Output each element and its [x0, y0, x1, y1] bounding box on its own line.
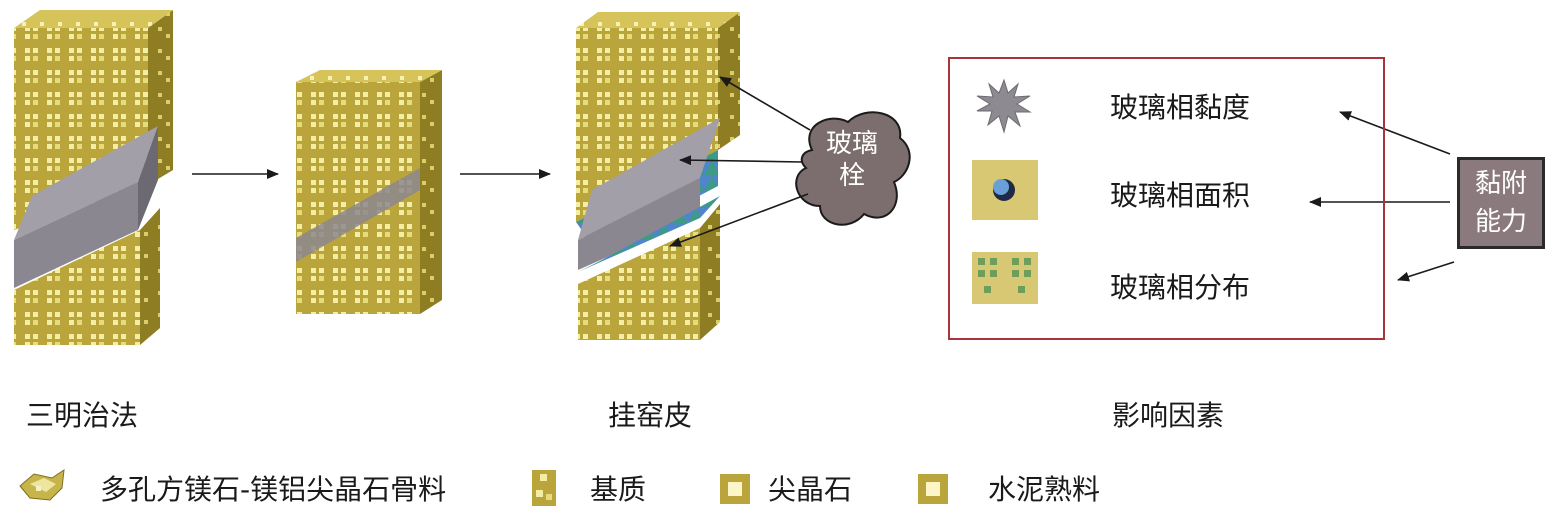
factor-label-viscosity: 玻璃相黏度 — [1110, 86, 1250, 126]
glass-plug-line-1: 玻璃 — [812, 128, 892, 160]
factor-label-distribution: 玻璃相分布 — [1110, 266, 1250, 306]
adhesion-ability-box: 黏附 能力 — [1457, 157, 1545, 249]
coating-lower-side — [700, 204, 720, 340]
adhesion-line-1: 黏附 — [1460, 165, 1542, 203]
adhesion-line-2: 能力 — [1460, 203, 1542, 241]
combined-brick — [296, 70, 442, 314]
stage-label-sandwich: 三明治法 — [26, 394, 138, 434]
legend-label-matrix: 基质 — [590, 468, 646, 508]
legend-label-cement-clinker: 水泥熟料 — [988, 468, 1100, 508]
kiln-coating-brick — [576, 12, 740, 340]
aggregate-icon — [20, 470, 64, 500]
glass-plug-line-2: 栓 — [812, 160, 892, 192]
legend-label-spinel: 尖晶石 — [768, 468, 852, 508]
sandwich-brick — [14, 10, 173, 345]
spinel-icon — [720, 474, 750, 504]
coating-upper-top — [576, 12, 740, 28]
combined-block-top — [296, 70, 442, 82]
stage-label-influence-factors: 影响因素 — [1112, 394, 1224, 434]
legend-label-aggregate: 多孔方镁石-镁铝尖晶石骨料 — [100, 468, 446, 508]
glass-plug-label: 玻璃 栓 — [812, 128, 892, 192]
matrix-icon — [532, 470, 556, 506]
coating-upper-side — [718, 12, 740, 150]
stage-label-kiln-coating: 挂窑皮 — [608, 394, 692, 434]
lower-block-side — [140, 208, 160, 345]
upper-block-top — [14, 10, 173, 28]
combined-block-side — [420, 70, 442, 314]
factor-label-area: 玻璃相面积 — [1110, 174, 1250, 214]
cement-clinker-icon — [918, 474, 948, 504]
adhesion-arrow-3 — [1398, 262, 1454, 280]
